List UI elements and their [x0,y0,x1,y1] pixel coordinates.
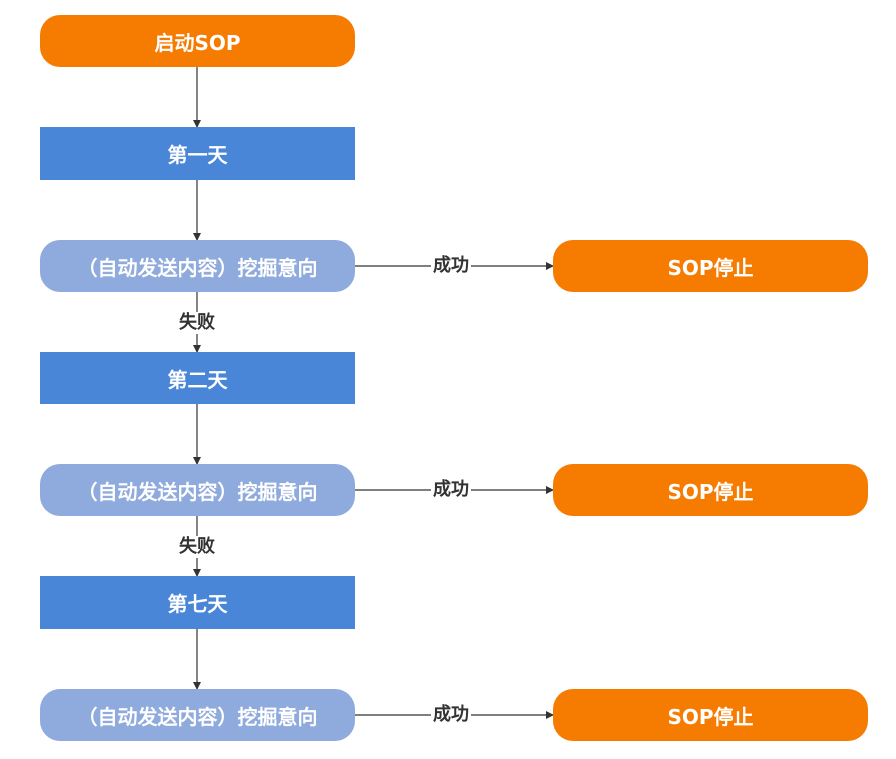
stop-node-label: SOP停止 [667,255,754,280]
success-label-2: 成功 [431,479,471,501]
task-node-2: （自动发送内容）挖掘意向 [40,464,355,516]
day-node-2: 第二天 [40,352,355,404]
fail-label-2: 失败 [177,536,217,558]
stop-node-2: SOP停止 [553,464,868,516]
success-label-3: 成功 [431,704,471,726]
task-node-3: （自动发送内容）挖掘意向 [40,689,355,741]
stop-node-label: SOP停止 [667,479,754,504]
day-node-label: 第二天 [167,367,228,392]
day-node-7: 第七天 [40,576,355,629]
fail-label-1: 失败 [177,312,217,334]
day-node-1: 第一天 [40,127,355,180]
task-node-1: （自动发送内容）挖掘意向 [40,240,355,292]
stop-node-label: SOP停止 [667,704,754,729]
task-node-label: （自动发送内容）挖掘意向 [77,255,318,280]
day-node-label: 第七天 [167,592,228,616]
start-node-label: 启动SOP [154,30,241,55]
start-node: 启动SOP [40,15,355,67]
success-label-1: 成功 [431,255,471,277]
day-node-label: 第一天 [167,143,228,167]
task-node-label: （自动发送内容）挖掘意向 [77,704,318,729]
task-node-label: （自动发送内容）挖掘意向 [77,479,318,504]
stop-node-3: SOP停止 [553,689,868,741]
stop-node-1: SOP停止 [553,240,868,292]
